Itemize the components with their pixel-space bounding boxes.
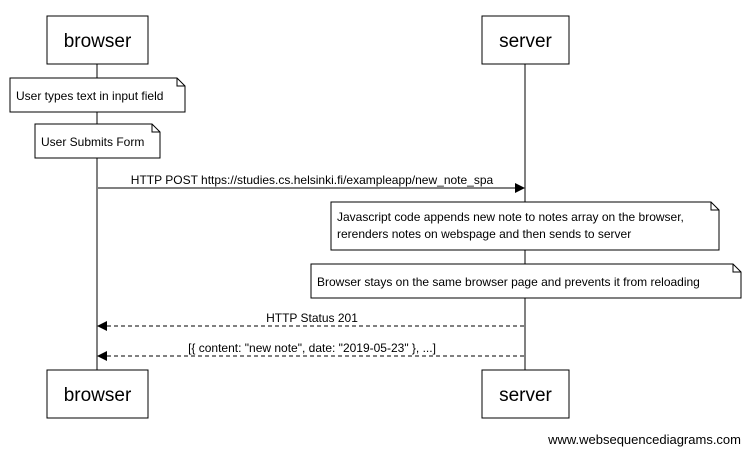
note-javascript-code: Javascript code appends new note to note…: [330, 201, 720, 251]
participant-browser-bottom: browser: [46, 369, 149, 419]
message-label: [{ content: "new note", date: "2019-05-2…: [188, 341, 436, 355]
watermark-link[interactable]: www.websequencediagrams.com: [548, 432, 741, 447]
participant-label: browser: [64, 31, 132, 52]
note-text-line-1: Javascript code appends new note to note…: [337, 210, 684, 224]
note-text: User types text in input field: [16, 89, 163, 103]
message-json-response: [{ content: "new note", date: "2019-05-2…: [97, 341, 524, 361]
participant-label: browser: [64, 385, 132, 406]
note-text: User Submits Form: [41, 135, 144, 149]
message-label: HTTP Status 201: [266, 311, 358, 325]
participant-label: server: [499, 31, 552, 52]
note-browser-stays: Browser stays on the same browser page a…: [310, 263, 742, 299]
note-text: Browser stays on the same browser page a…: [317, 275, 700, 289]
participant-server-bottom: server: [481, 369, 570, 419]
message-http-status: HTTP Status 201: [97, 311, 524, 331]
note-user-types: User types text in input field: [9, 77, 186, 113]
participant-server-top: server: [481, 15, 570, 65]
note-text-line-2: rerenders notes on webspage and then sen…: [337, 227, 631, 241]
participant-browser-top: browser: [46, 15, 149, 65]
message-label: HTTP POST https://studies.cs.helsinki.fi…: [131, 173, 494, 187]
message-http-post: HTTP POST https://studies.cs.helsinki.fi…: [98, 173, 525, 193]
note-user-submits: User Submits Form: [34, 123, 161, 159]
participant-label: server: [499, 385, 552, 406]
